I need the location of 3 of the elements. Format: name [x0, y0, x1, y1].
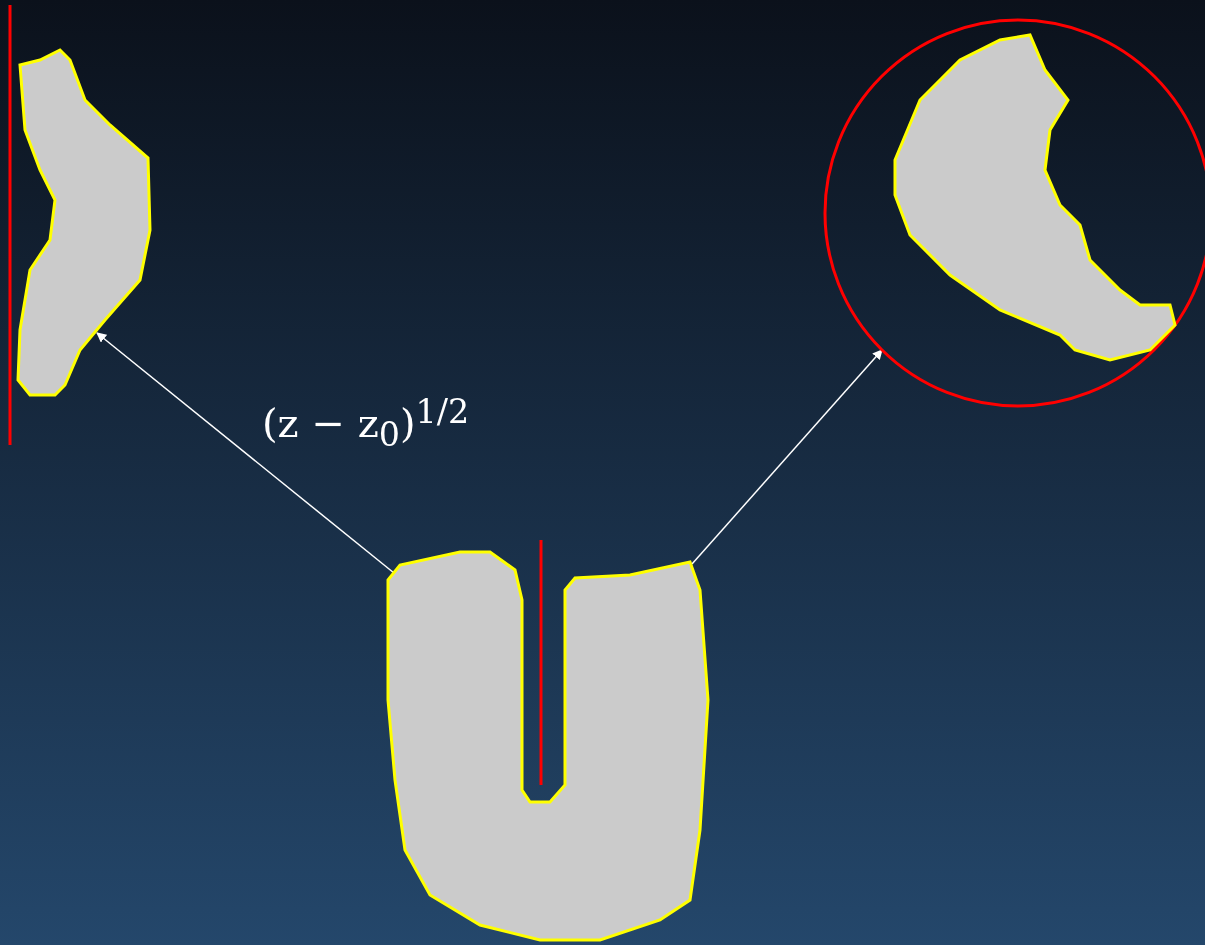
arrow — [96, 332, 395, 574]
edge-label: (z − z$_{0}$)$^{1/2}$ — [262, 392, 470, 455]
arrow — [691, 349, 883, 565]
